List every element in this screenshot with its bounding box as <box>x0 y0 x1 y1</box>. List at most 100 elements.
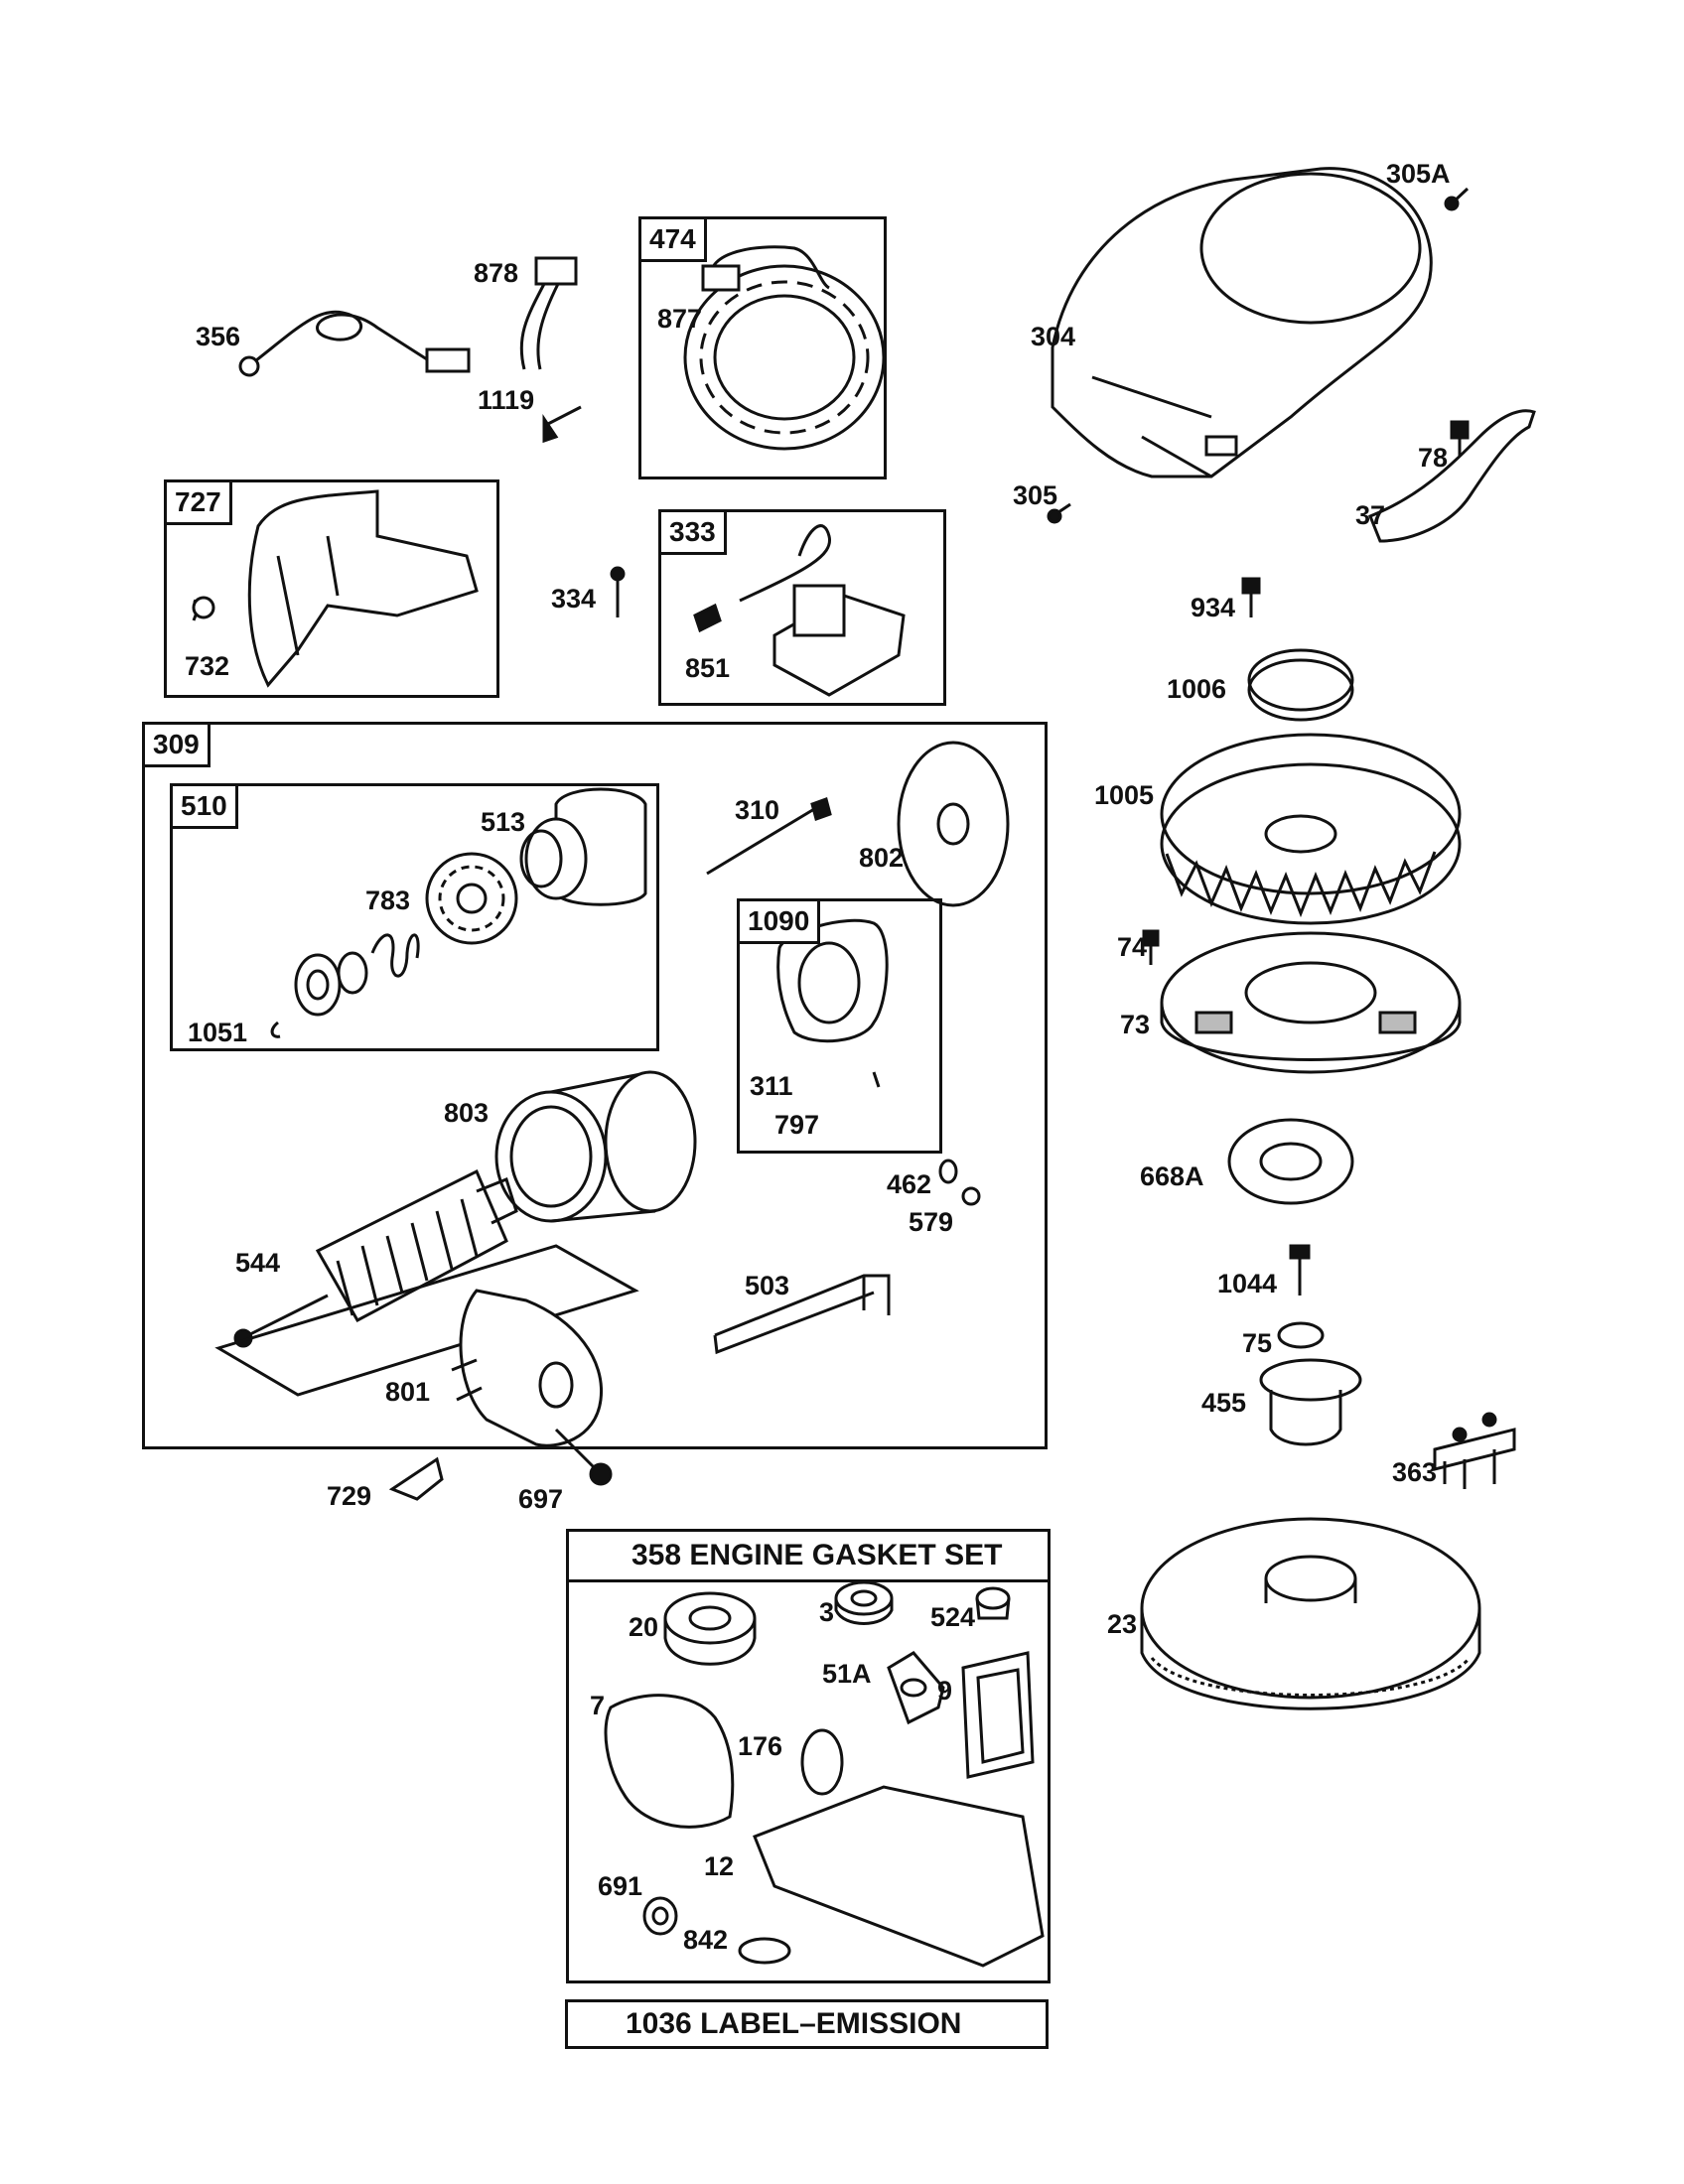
label-544: 544 <box>235 1248 281 1278</box>
screw-1119 <box>542 405 582 444</box>
gasket-set-title: 358 ENGINE GASKET SET <box>632 1539 1003 1571</box>
nut-579 <box>961 1186 981 1206</box>
blower-housing-304 <box>1051 167 1433 478</box>
label-579: 579 <box>909 1207 954 1237</box>
label-37: 37 <box>1355 500 1386 530</box>
label-783: 783 <box>365 886 411 915</box>
gasket-set-header-divider <box>569 1579 1048 1582</box>
label-803: 803 <box>444 1098 490 1128</box>
ignition-coil-333 <box>693 524 906 697</box>
label-668A: 668A <box>1140 1161 1204 1191</box>
label-73: 73 <box>1120 1010 1151 1039</box>
spring-783 <box>370 933 420 978</box>
label-75: 75 <box>1242 1328 1273 1358</box>
drive-513 <box>519 787 647 906</box>
bracket-363 <box>1433 1412 1516 1489</box>
label-851: 851 <box>685 653 731 683</box>
plug-524 <box>975 1586 1011 1620</box>
label-363: 363 <box>1392 1457 1438 1487</box>
group-label-727: 727 <box>167 482 232 525</box>
group-label-1090: 1090 <box>740 901 821 944</box>
label-356: 356 <box>196 322 241 351</box>
ground-wire-356 <box>238 310 471 377</box>
label-802: 802 <box>859 843 905 873</box>
clip-729 <box>388 1456 444 1501</box>
frame-803 <box>494 1070 697 1223</box>
washer-1051 <box>270 951 368 1038</box>
gasket-51A <box>887 1651 945 1725</box>
group-label-474: 474 <box>641 219 707 262</box>
gasket-set-box <box>566 1529 1051 1983</box>
label-1051: 1051 <box>188 1018 248 1047</box>
o-ring-842 <box>738 1937 791 1965</box>
label-176: 176 <box>738 1731 783 1761</box>
clip-503 <box>713 1274 891 1355</box>
gear-783 <box>425 852 518 945</box>
screw-305 <box>1047 502 1071 524</box>
brush-holder-1090 <box>776 918 889 1088</box>
armature-544 <box>214 1168 639 1397</box>
o-ring-176 <box>800 1728 844 1796</box>
label-23: 23 <box>1107 1609 1138 1639</box>
label-1006: 1006 <box>1167 674 1227 704</box>
group-box-474: 474 <box>638 216 887 479</box>
label-9: 9 <box>937 1676 953 1706</box>
label-305: 305 <box>1013 480 1058 510</box>
group-box-727: 727 <box>164 479 499 698</box>
flywheel-23 <box>1140 1517 1481 1710</box>
label-732: 732 <box>185 651 230 681</box>
label-842: 842 <box>683 1925 729 1955</box>
group-label-333: 333 <box>661 512 727 555</box>
screw-305A <box>1444 187 1470 211</box>
washer-462 <box>938 1159 958 1184</box>
washer-75 <box>1277 1321 1325 1349</box>
seal-3 <box>834 1580 894 1625</box>
label-691: 691 <box>598 1871 643 1901</box>
cup-455 <box>1259 1358 1362 1446</box>
label-697: 697 <box>518 1484 564 1514</box>
bolt-1044 <box>1289 1244 1311 1296</box>
label-334: 334 <box>551 584 597 614</box>
label-1119: 1119 <box>478 385 535 415</box>
label-12: 12 <box>704 1851 735 1881</box>
label-1005: 1005 <box>1094 780 1155 810</box>
bolt-934 <box>1241 577 1261 617</box>
screw-334 <box>610 566 626 617</box>
label-3: 3 <box>819 1597 835 1627</box>
group-box-510: 510 <box>170 783 659 1051</box>
emission-label-title: 1036 LABEL–EMISSION <box>626 2007 962 2040</box>
label-878: 878 <box>474 258 519 288</box>
label-877: 877 <box>657 304 703 334</box>
fan-1005 <box>1160 733 1462 925</box>
connector-878 <box>519 256 578 370</box>
group-box-309: 309 <box>142 722 1048 1449</box>
label-7: 7 <box>590 1691 606 1720</box>
label-934: 934 <box>1191 593 1236 622</box>
gasket-9 <box>961 1651 1035 1779</box>
label-310: 310 <box>735 795 780 825</box>
seal-691 <box>642 1896 678 1936</box>
label-455: 455 <box>1201 1388 1247 1418</box>
emission-label-box <box>565 1999 1049 2049</box>
label-304: 304 <box>1031 322 1076 351</box>
gasket-12 <box>753 1785 1045 1968</box>
flywheel-screen-73 <box>1160 931 1462 1074</box>
label-51A: 51A <box>822 1659 872 1689</box>
shield-727 <box>192 489 479 688</box>
label-513: 513 <box>481 807 526 837</box>
plate-668A <box>1227 1118 1354 1205</box>
label-74: 74 <box>1117 932 1148 962</box>
label-20: 20 <box>629 1612 659 1642</box>
label-524: 524 <box>930 1602 976 1632</box>
label-78: 78 <box>1418 443 1449 473</box>
group-label-309: 309 <box>145 725 210 767</box>
label-305A: 305A <box>1386 159 1451 189</box>
seal-20 <box>663 1591 757 1666</box>
label-801: 801 <box>385 1377 431 1407</box>
screw-697 <box>554 1428 613 1486</box>
gasket-7 <box>604 1694 735 1829</box>
end-cap-802 <box>897 741 1010 907</box>
label-797: 797 <box>774 1110 820 1140</box>
group-box-1090: 1090 <box>737 898 942 1154</box>
